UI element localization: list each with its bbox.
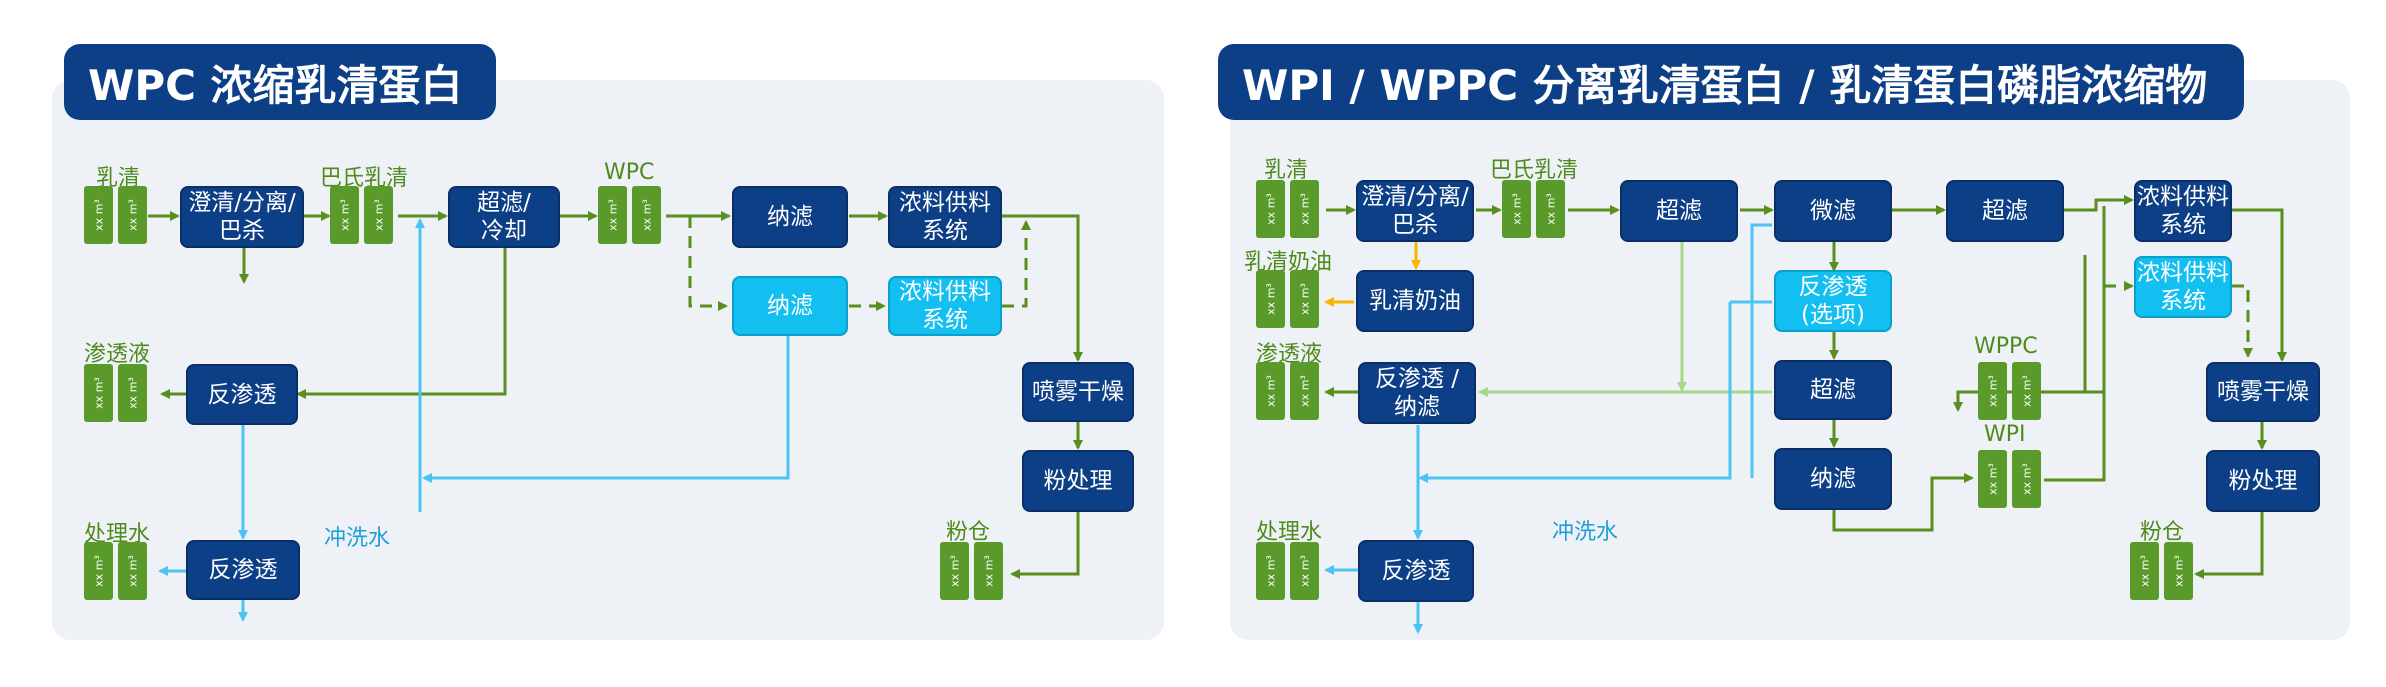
- wpc-node-feed2: 浓料供料 系统: [888, 276, 1002, 336]
- wpc-tank-perm-1: xx m³: [84, 364, 113, 422]
- wpc-node-ro1: 反渗透: [186, 364, 298, 425]
- wpc-tank-silo-1: xx m³: [940, 542, 969, 600]
- wpi-tank-wpi-1: xx m³: [1978, 450, 2007, 508]
- wpc-node-nf2: 纳滤: [732, 276, 848, 336]
- wpi-tank-water-2: xx m³: [1290, 542, 1319, 600]
- wpi-label-powder-silo: 粉仓: [2140, 520, 2185, 545]
- wpi-node-ro: 反渗透: [1358, 540, 1474, 602]
- wpi-tank-whey-2: xx m³: [1290, 180, 1319, 238]
- wpi-node-spray: 喷雾干燥: [2206, 362, 2320, 422]
- wpi-tank-whey-1: xx m³: [1256, 180, 1285, 238]
- wpi-node-ro-opt: 反渗透 (选项): [1774, 270, 1892, 332]
- wpc-label-permeate: 渗透液: [84, 342, 151, 367]
- wpi-tank-past-2: xx m³: [1536, 180, 1565, 238]
- wpi-tank-perm-1: xx m³: [1256, 362, 1285, 420]
- wpi-node-feed2: 浓料供料 系统: [2134, 256, 2232, 318]
- wpi-tank-silo-2: xx m³: [2164, 542, 2193, 600]
- wpi-tank-cream-2: xx m³: [1290, 270, 1319, 328]
- wpi-label-whey: 乳清: [1264, 158, 1309, 183]
- wpc-node-uf-cool: 超滤/ 冷却: [448, 186, 560, 248]
- wpc-node-clarify: 澄清/分离/ 巴杀: [180, 186, 304, 248]
- wpc-node-ro2: 反渗透: [186, 540, 300, 600]
- wpc-node-powder: 粉处理: [1022, 450, 1134, 512]
- wpi-node-uf2: 超滤: [1946, 180, 2064, 242]
- wpi-node-feed1: 浓料供料 系统: [2134, 180, 2232, 242]
- wpc-node-nf1: 纳滤: [732, 186, 848, 248]
- wpi-node-nf: 纳滤: [1774, 448, 1892, 510]
- wpc-tank-whey-2: xx m³: [118, 186, 147, 244]
- wpc-label-wpc: WPC: [604, 160, 655, 185]
- wpi-tank-past-1: xx m³: [1502, 180, 1531, 238]
- wpi-label-pasteurized: 巴氏乳清: [1490, 158, 1579, 183]
- wpi-tank-cream-1: xx m³: [1256, 270, 1285, 328]
- wpc-tank-silo-2: xx m³: [974, 542, 1003, 600]
- wpc-tank-water-2: xx m³: [118, 542, 147, 600]
- wpc-tank-perm-2: xx m³: [118, 364, 147, 422]
- wpi-tank-perm-2: xx m³: [1290, 362, 1319, 420]
- wpc-tank-past-2: xx m³: [364, 186, 393, 244]
- wpc-label-cip: 冲洗水: [324, 526, 391, 551]
- wpi-label-wpi: WPI: [1984, 422, 2026, 447]
- wpi-node-uf1: 超滤: [1620, 180, 1738, 242]
- wpc-title: WPC 浓缩乳清蛋白: [64, 44, 496, 120]
- wpi-label-treated-water: 处理水: [1256, 520, 1323, 545]
- wpi-title: WPI / WPPC 分离乳清蛋白 / 乳清蛋白磷脂浓缩物: [1218, 44, 2244, 120]
- wpi-node-powder: 粉处理: [2206, 450, 2320, 512]
- wpi-label-cip: 冲洗水: [1552, 520, 1619, 545]
- wpi-tank-wppc-1: xx m³: [1978, 362, 2007, 420]
- wpi-node-uf3: 超滤: [1774, 360, 1892, 420]
- wpi-label-wppc: WPPC: [1974, 334, 2038, 359]
- wpc-tank-whey-1: xx m³: [84, 186, 113, 244]
- wpc-node-spray: 喷雾干燥: [1022, 362, 1134, 422]
- wpi-node-cream: 乳清奶油: [1356, 270, 1474, 332]
- wpi-node-ronf: 反渗透 / 纳滤: [1358, 362, 1476, 424]
- wpc-label-powder-silo: 粉仓: [946, 520, 991, 545]
- wpc-tank-past-1: xx m³: [330, 186, 359, 244]
- wpi-tank-wppc-2: xx m³: [2012, 362, 2041, 420]
- wpi-tank-wpi-2: xx m³: [2012, 450, 2041, 508]
- wpc-tank-wpc-1: xx m³: [598, 186, 627, 244]
- wpi-tank-water-1: xx m³: [1256, 542, 1285, 600]
- wpc-tank-water-1: xx m³: [84, 542, 113, 600]
- wpc-tank-wpc-2: xx m³: [632, 186, 661, 244]
- wpi-tank-silo-1: xx m³: [2130, 542, 2159, 600]
- wpi-node-clarify: 澄清/分离/ 巴杀: [1356, 180, 1474, 242]
- wpi-node-mf: 微滤: [1774, 180, 1892, 242]
- wpc-node-feed1: 浓料供料 系统: [888, 186, 1002, 248]
